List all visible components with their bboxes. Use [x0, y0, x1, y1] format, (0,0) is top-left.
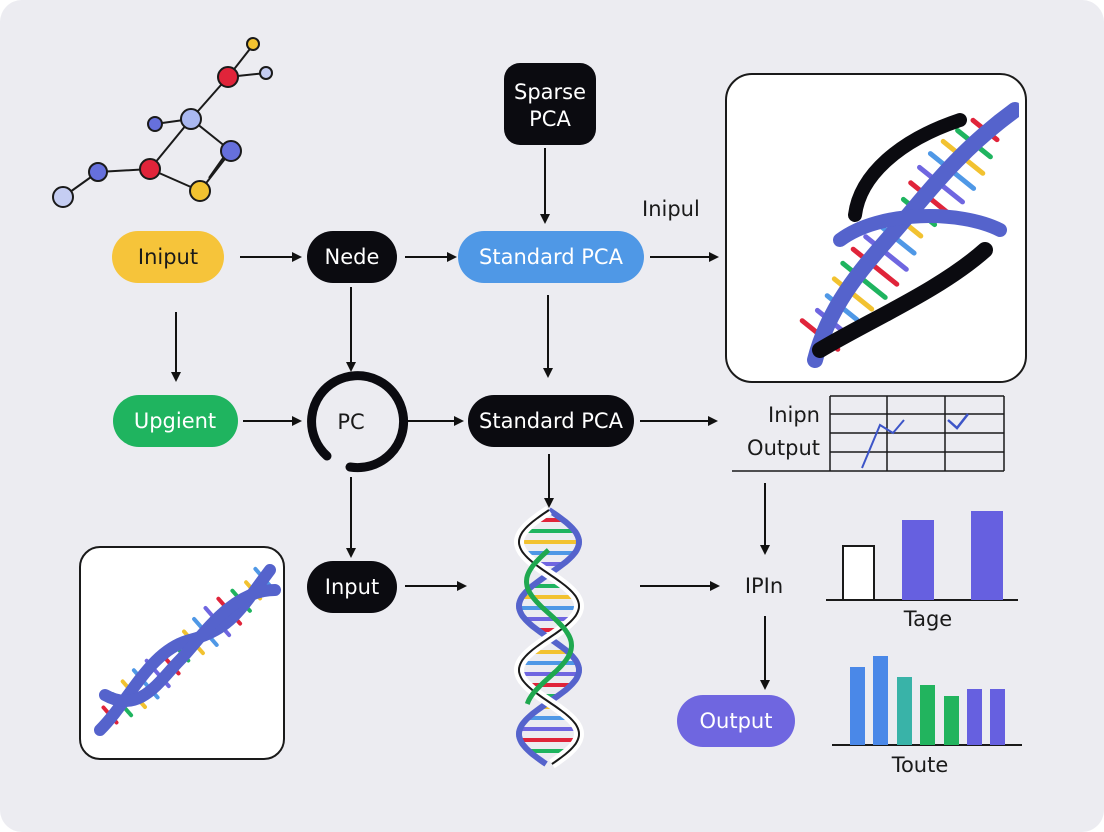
- bar-chart-tage: Tage: [826, 511, 1018, 631]
- node-standard-pca-top: Standard PCA: [458, 231, 644, 283]
- chart2-bar: [920, 685, 935, 745]
- dna-helix-icon: [799, 102, 1019, 368]
- result-table: Inipn Output: [732, 395, 1005, 472]
- inipul-label: Inipul: [642, 197, 700, 221]
- chart2-bar: [967, 689, 982, 745]
- chart1-label: Tage: [903, 607, 952, 631]
- dna-frame-top-right: [725, 73, 1027, 383]
- table-row2-label: Output: [747, 436, 820, 460]
- dna-frame-bottom-left: [79, 546, 285, 760]
- chart2-bar: [944, 696, 959, 745]
- output-label: Output: [700, 709, 773, 733]
- connectors: [171, 148, 770, 690]
- chart1-bar: [902, 520, 934, 600]
- standard-pca-mid-label: Standard PCA: [479, 409, 624, 433]
- chart2-bar: [873, 656, 888, 745]
- chart1-bar: [842, 545, 875, 601]
- input-bottom-label: Input: [325, 575, 379, 599]
- chart2-bar: [850, 667, 865, 745]
- upgient-label: Upgient: [134, 409, 216, 433]
- node-input-top: Iniput: [112, 231, 224, 283]
- dna-helix-icon: [94, 564, 281, 736]
- ipin-label: IPIn: [745, 574, 783, 598]
- nede-label: Nede: [325, 245, 380, 269]
- molecule-icon: [52, 37, 273, 208]
- node-standard-pca-mid: Standard PCA: [468, 395, 634, 447]
- sparse-pca-line2: PCA: [529, 107, 571, 131]
- sparse-pca-line1: Sparse: [514, 80, 586, 104]
- chart2-bar: [990, 689, 1005, 745]
- pc-label: PC: [337, 410, 364, 434]
- helix-rung: [850, 246, 900, 287]
- node-pc: PC: [307, 371, 409, 473]
- dna-helix-icon: [513, 505, 585, 769]
- standard-pca-top-label: Standard PCA: [479, 245, 624, 269]
- chart2-label: Toute: [891, 753, 949, 777]
- node-input-bottom: Input: [307, 561, 397, 613]
- checkmark-icon: [861, 419, 905, 469]
- checkmark-icon: [947, 413, 969, 430]
- node-upgient: Upgient: [113, 395, 238, 447]
- node-output: Output: [677, 695, 795, 747]
- node-nede: Nede: [307, 231, 397, 283]
- chart2-bar: [897, 677, 912, 745]
- table-row1-label: Inipn: [768, 403, 820, 427]
- node-sparse-pca: Sparse PCA: [504, 63, 596, 145]
- helix-rung: [840, 260, 888, 300]
- bar-chart-toute: Toute: [832, 656, 1022, 777]
- chart1-bar: [971, 511, 1003, 600]
- input-top-label: Iniput: [138, 245, 198, 269]
